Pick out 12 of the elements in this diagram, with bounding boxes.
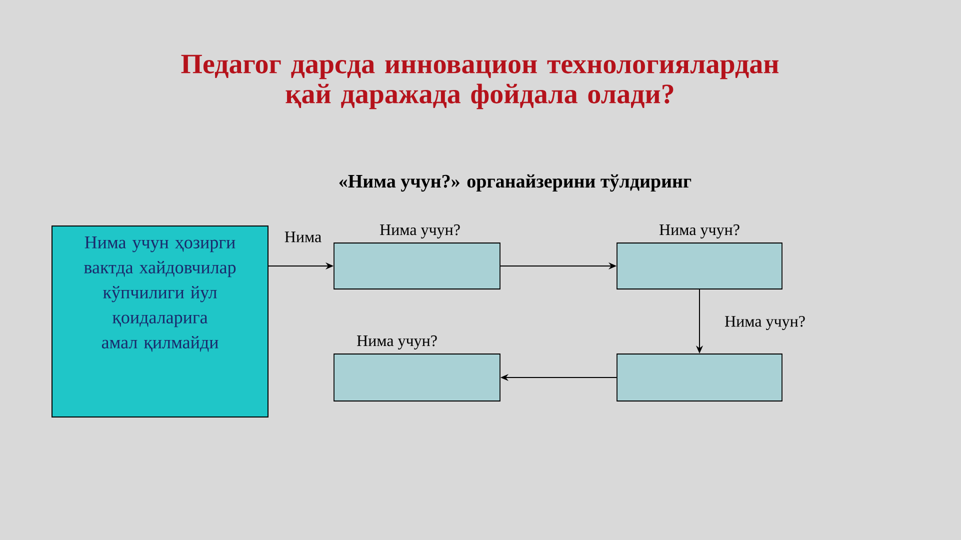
box-caption: Нима учун? <box>659 224 740 238</box>
empty-box <box>334 354 500 402</box>
box-caption: Нима учун? <box>357 335 437 350</box>
subtitle: «Нима учун?» органайзерини тўлдиринг <box>339 174 692 192</box>
empty-box <box>616 354 782 402</box>
box-caption: Нима учун? <box>380 224 460 238</box>
empty-box <box>616 242 782 290</box>
title: Педагог дарсда инновацион технологиялардан қай даражада фойдала олади? <box>181 54 779 110</box>
edge-label: Нима учун? <box>724 316 805 330</box>
question-box: Нима учун ҳозирги вактда хайдовчилар кўпчилиги йул қоидаларига амал қилмайди <box>52 226 268 418</box>
edge-label: Нима <box>284 232 322 242</box>
empty-box <box>334 242 500 290</box>
